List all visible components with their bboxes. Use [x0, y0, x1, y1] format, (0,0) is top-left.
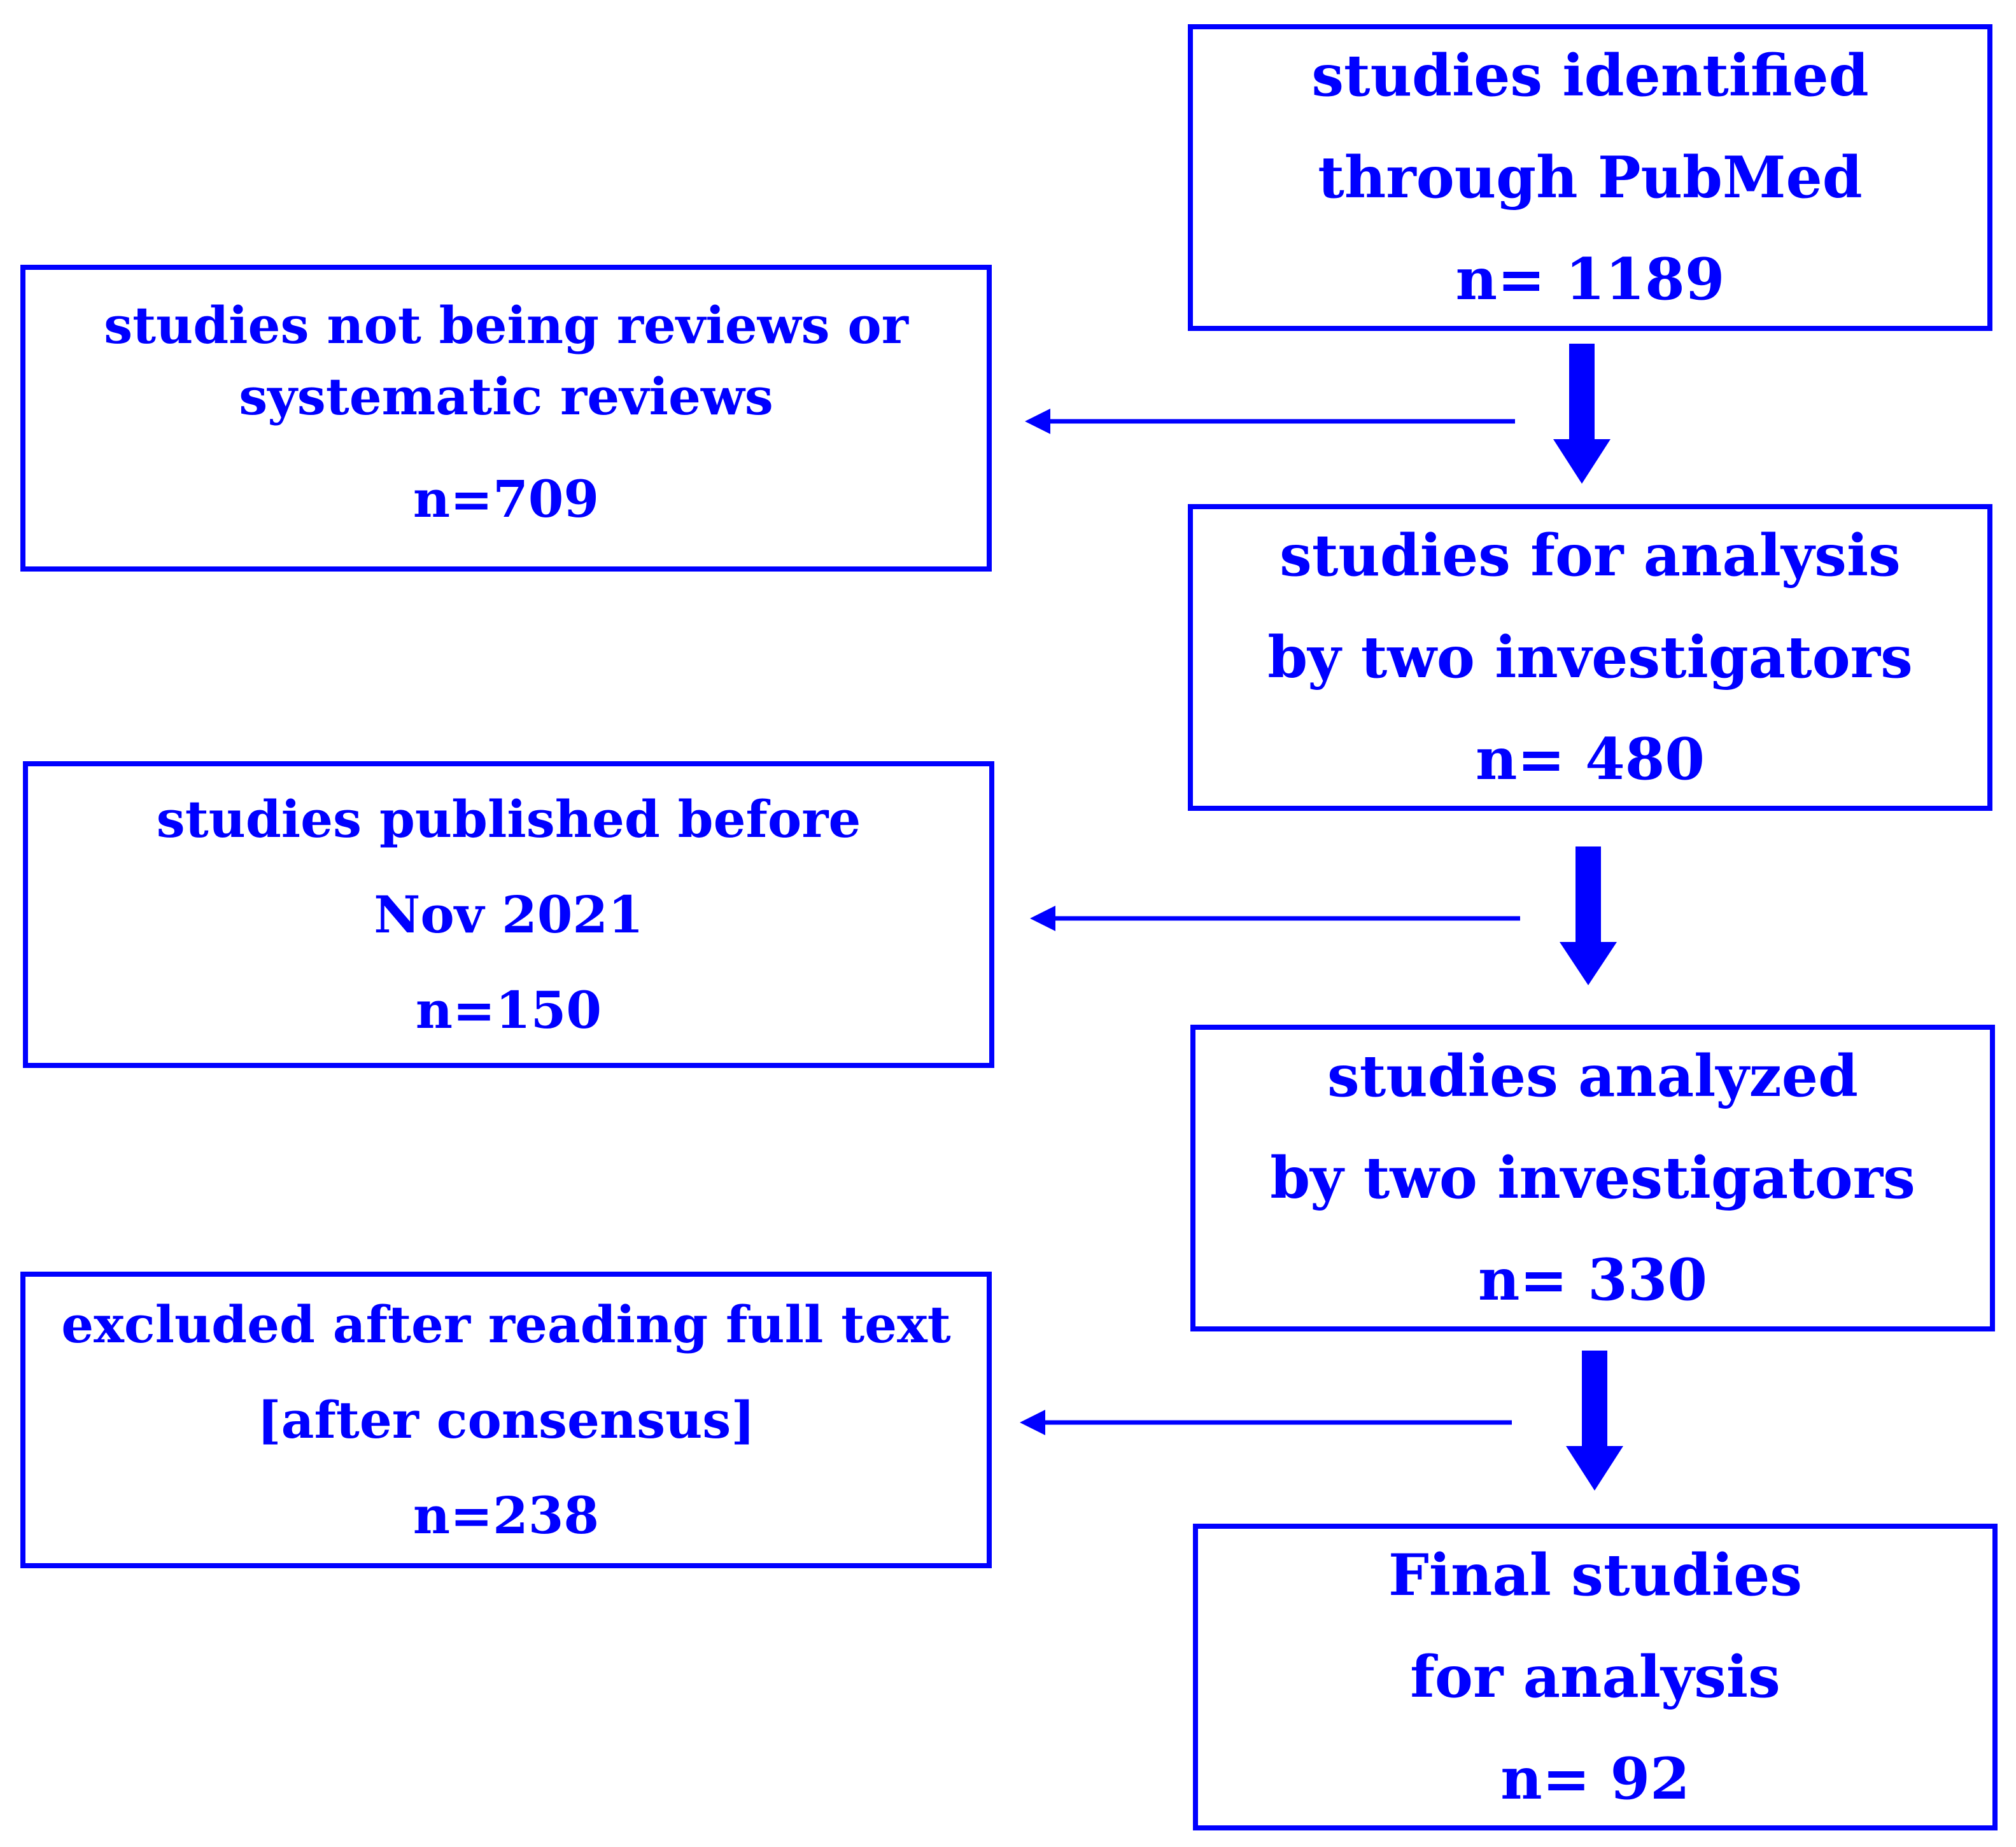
down-arrow-2	[1560, 846, 1617, 985]
box-exclusion-published-before: studies published before Nov 2021 n=150	[23, 761, 994, 1068]
box-line: studies identified	[1311, 42, 1869, 109]
box-line: excluded after reading full text	[61, 1295, 951, 1354]
left-arrow-2	[1030, 906, 1520, 931]
box-count: n= 330	[1477, 1246, 1708, 1314]
box-count: n= 92	[1500, 1745, 1690, 1813]
left-arrow-3	[1020, 1410, 1512, 1435]
box-line: studies for analysis	[1279, 522, 1901, 589]
box-final-studies: Final studies for analysis n= 92	[1193, 1524, 1998, 1830]
box-line: studies not being reviews or	[104, 295, 908, 355]
box-count: n=709	[412, 469, 600, 529]
box-count: n=150	[415, 980, 602, 1040]
box-line: systematic reviews	[239, 367, 773, 426]
box-studies-analyzed: studies analyzed by two investigators n=…	[1190, 1025, 1995, 1331]
box-line: [after consensus]	[257, 1390, 756, 1450]
box-exclusion-not-reviews: studies not being reviews or systematic …	[20, 265, 992, 572]
box-count: n= 480	[1475, 726, 1705, 793]
box-count: n=238	[412, 1485, 600, 1545]
box-line: Nov 2021	[374, 885, 644, 945]
box-line: studies analyzed	[1327, 1043, 1858, 1110]
box-line: through PubMed	[1318, 144, 1863, 211]
down-arrow-1	[1553, 344, 1611, 484]
box-exclusion-after-full-text: excluded after reading full text [after …	[20, 1272, 992, 1568]
box-line: for analysis	[1410, 1643, 1780, 1711]
box-line: by two investigators	[1267, 624, 1913, 691]
box-count: n= 1189	[1455, 246, 1725, 313]
box-studies-identified: studies identified through PubMed n= 118…	[1188, 24, 1992, 331]
box-line: studies published before	[156, 789, 861, 849]
box-studies-for-analysis: studies for analysis by two investigator…	[1188, 504, 1992, 811]
box-line: Final studies	[1388, 1542, 1803, 1609]
box-line: by two investigators	[1270, 1144, 1915, 1212]
left-arrow-1	[1025, 409, 1515, 434]
down-arrow-3	[1566, 1351, 1623, 1491]
